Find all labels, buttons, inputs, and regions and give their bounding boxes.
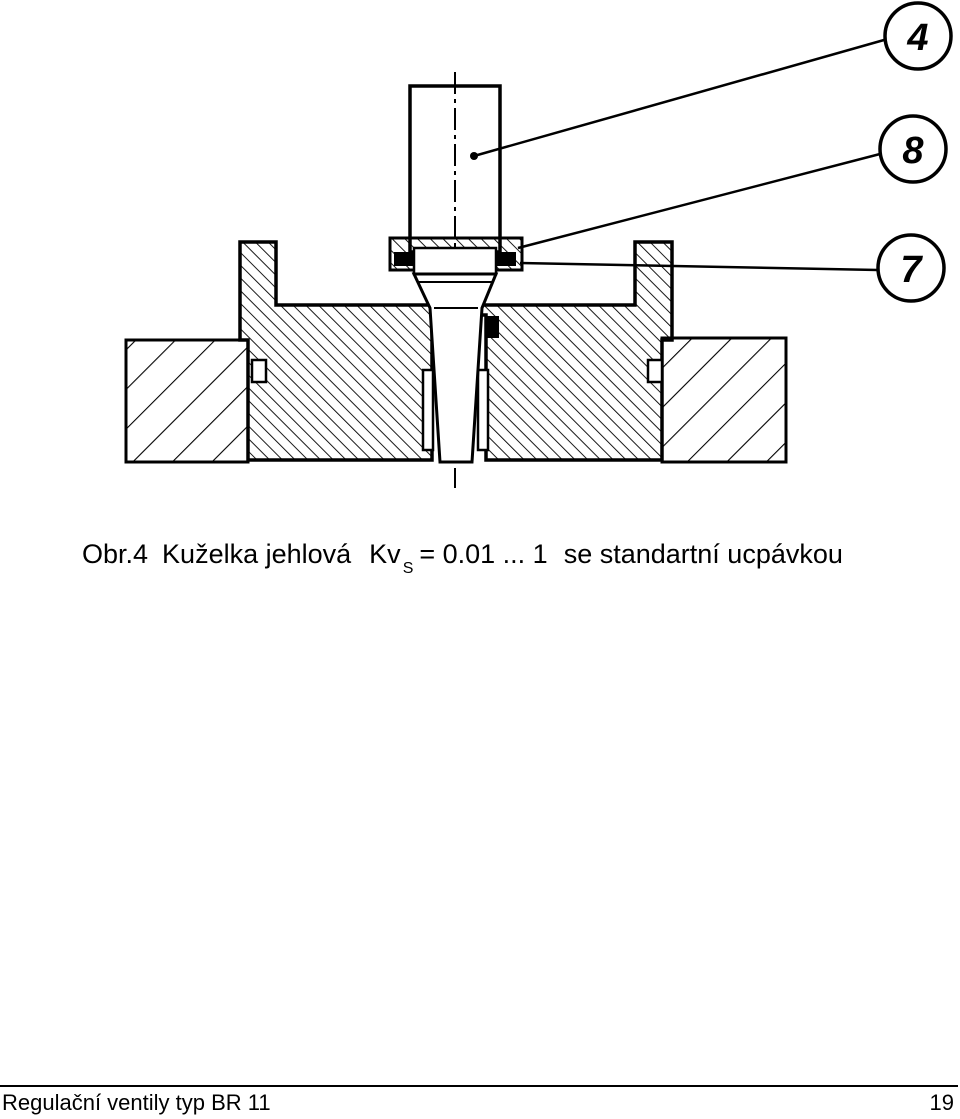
o-ring-left bbox=[394, 252, 414, 266]
valve-body bbox=[238, 240, 674, 462]
valve-cross-section-drawing: 4 8 7 bbox=[124, 1, 953, 488]
kv-range: = 0.01 ... 1 bbox=[419, 539, 548, 569]
footer-title: Regulační ventily typ BR 11 bbox=[2, 1090, 271, 1115]
figure-description: se standartní ucpávkou bbox=[563, 539, 843, 569]
needle-plug bbox=[411, 272, 499, 464]
callout-4: 4 bbox=[883, 1, 953, 71]
page-number: 19 bbox=[929, 1090, 954, 1115]
figure-name: Kuželka jehlová bbox=[162, 539, 352, 569]
outer-flange-right bbox=[660, 336, 788, 464]
leader-lines bbox=[473, 38, 885, 272]
bore-insert-left bbox=[421, 368, 435, 452]
recess-right bbox=[646, 358, 664, 384]
recess-left bbox=[250, 358, 268, 384]
kv-subscript: S bbox=[402, 560, 414, 577]
callout-7: 7 bbox=[876, 233, 946, 303]
outer-flange-left bbox=[124, 338, 250, 464]
footer-rule bbox=[0, 1085, 958, 1087]
bore-insert-right bbox=[476, 368, 490, 452]
o-ring-right bbox=[496, 252, 516, 266]
callout-8: 8 bbox=[878, 114, 948, 184]
svg-text:7: 7 bbox=[900, 249, 923, 291]
svg-text:4: 4 bbox=[906, 17, 928, 59]
kv-symbol: Kv bbox=[369, 539, 401, 569]
seal-black bbox=[487, 316, 499, 338]
svg-text:8: 8 bbox=[902, 130, 924, 172]
figure-number: Obr.4 bbox=[82, 539, 149, 569]
